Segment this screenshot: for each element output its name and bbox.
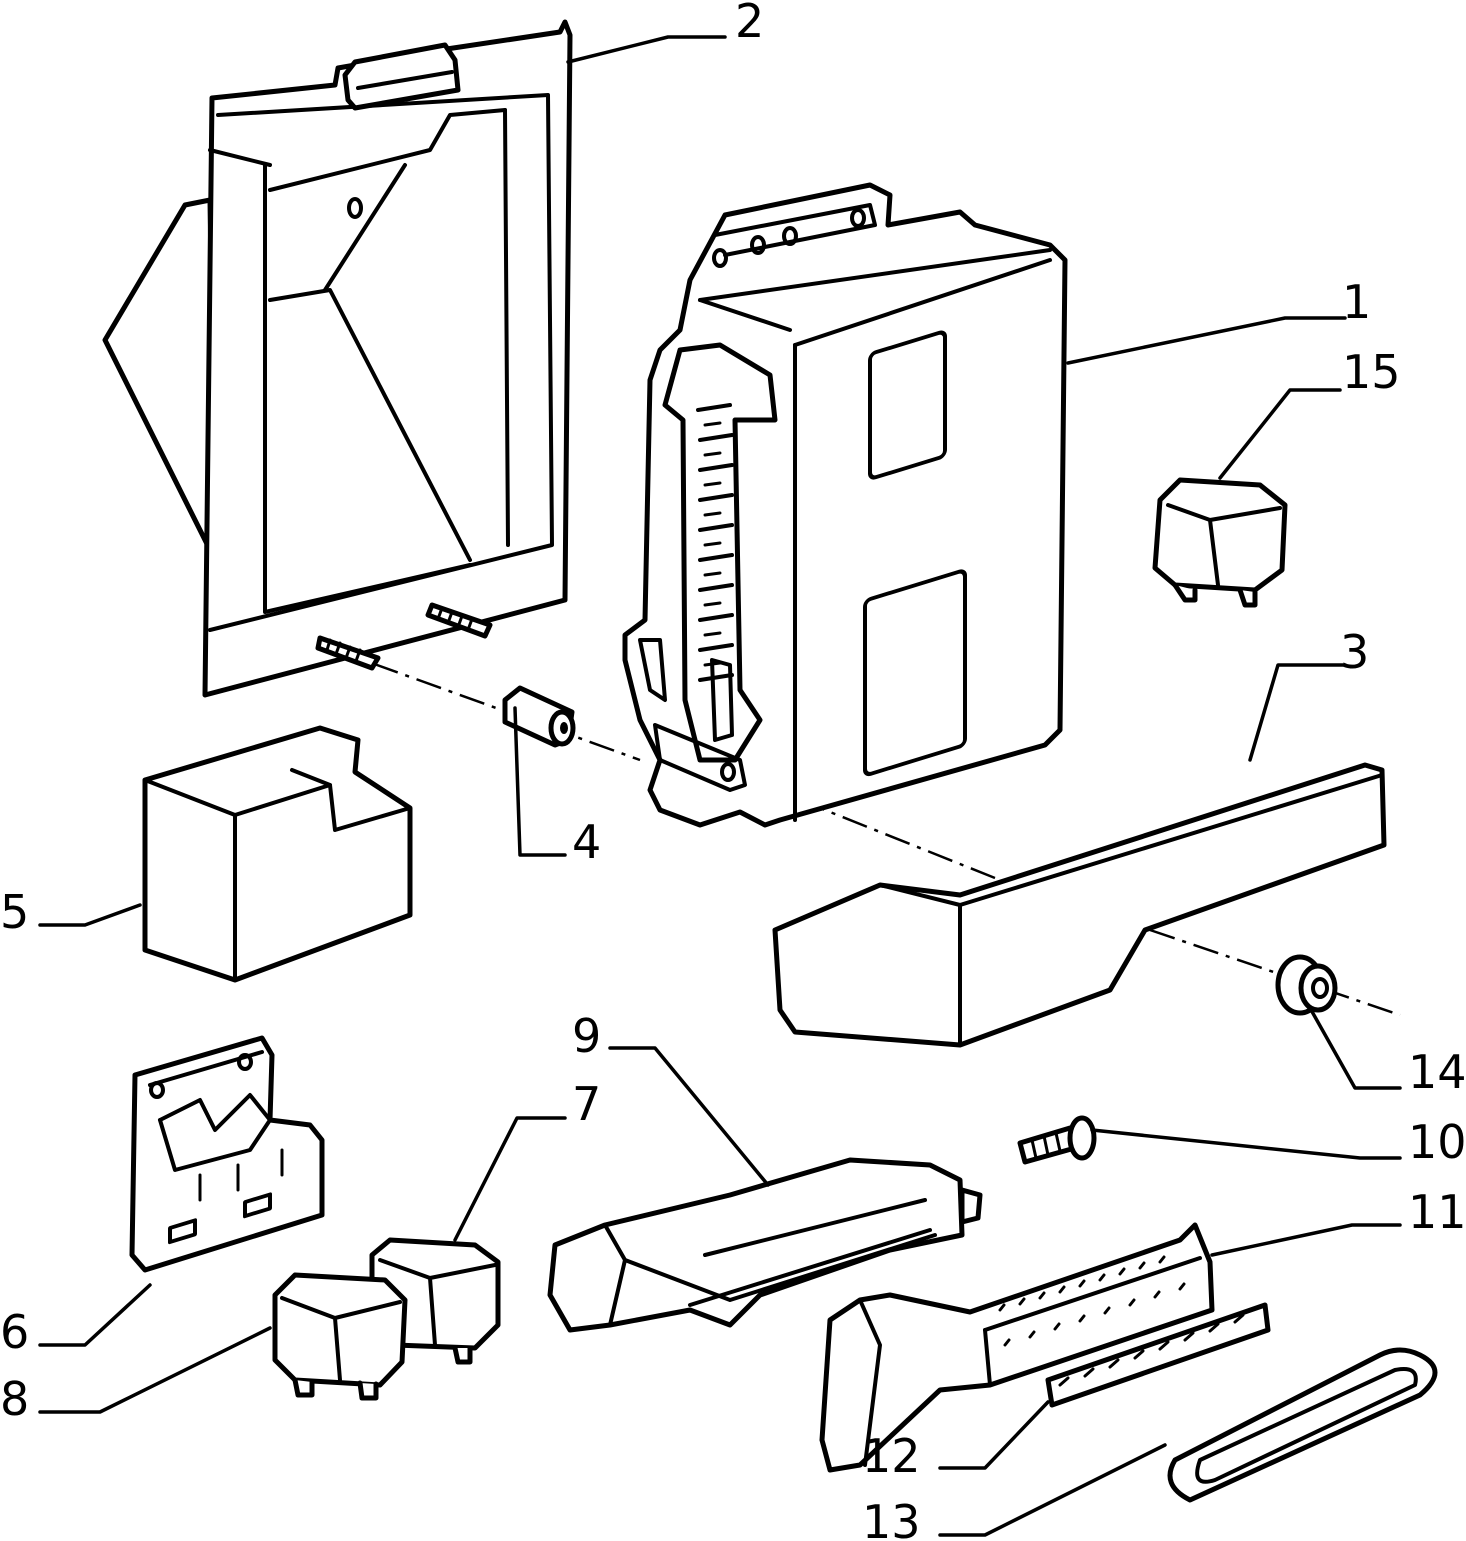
callout-13: 13 — [862, 1495, 921, 1541]
part-9-connector-housing — [547, 1157, 983, 1333]
assembly-axis-lines — [329, 646, 1401, 1017]
callout-11: 11 — [1408, 1185, 1466, 1239]
part-10-screw — [1017, 1115, 1097, 1165]
part-5-cover-box — [142, 725, 413, 983]
part-13-gasket — [1167, 1347, 1438, 1503]
callout-2: 2 — [735, 0, 764, 48]
part-1-control-unit — [622, 182, 1068, 828]
part-4-spacer-bush — [502, 685, 576, 748]
part-14-nut — [1275, 954, 1338, 1016]
part-2-mounting-bracket — [102, 19, 573, 698]
callout-15: 15 — [1342, 345, 1401, 399]
callout-12: 12 — [862, 1429, 921, 1483]
part-12-terminal-strip — [1045, 1302, 1271, 1408]
part-6-relay-holder — [129, 1035, 325, 1273]
part-3-duct — [772, 762, 1387, 1048]
callout-10: 10 — [1408, 1115, 1466, 1169]
callout-5: 5 — [0, 885, 29, 939]
callout-8: 8 — [0, 1372, 29, 1426]
callout-9: 9 — [572, 1009, 601, 1063]
callout-14: 14 — [1408, 1045, 1466, 1099]
callout-7: 7 — [572, 1077, 601, 1131]
callout-4: 4 — [572, 815, 601, 869]
part-11-connector — [819, 1222, 1215, 1473]
callout-6: 6 — [0, 1305, 29, 1359]
callout-3: 3 — [1340, 625, 1369, 679]
part-15-relay — [1152, 477, 1288, 608]
callout-1: 1 — [1342, 275, 1371, 329]
leader-lines — [38, 35, 1402, 1537]
part-8-relay — [272, 1272, 408, 1401]
